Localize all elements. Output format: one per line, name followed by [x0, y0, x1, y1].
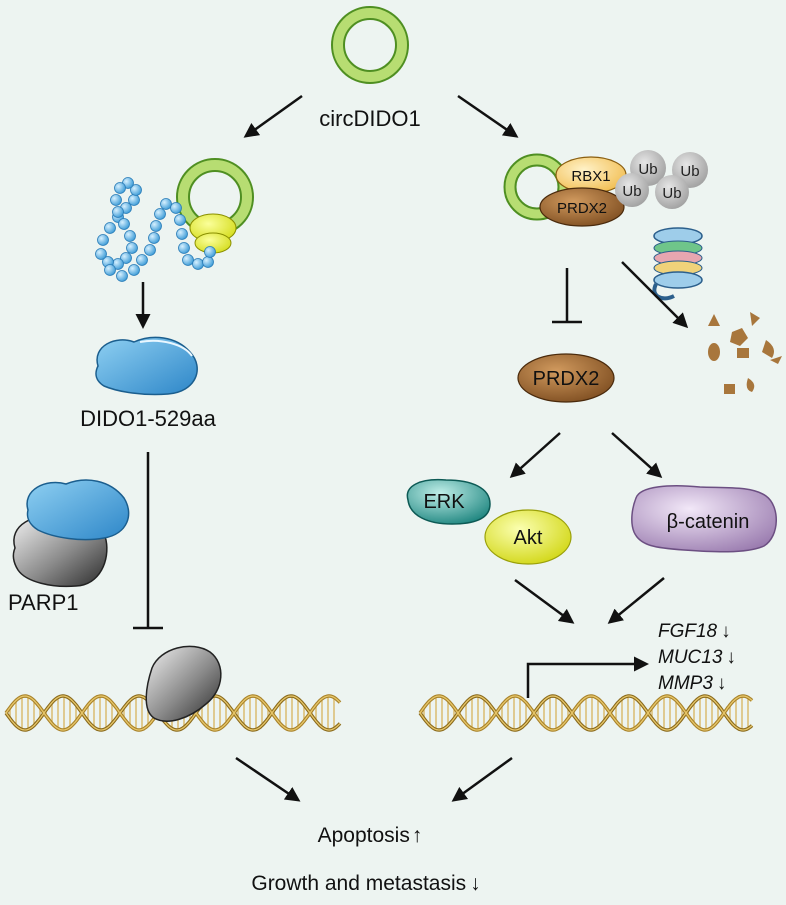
ub-label-2: Ub	[680, 163, 699, 180]
growth-metastasis-label: Growth and metastasis↓	[251, 872, 480, 895]
dna-helix-right-icon	[418, 694, 754, 732]
dido1-529aa-label: DIDO1-529aa	[80, 406, 217, 431]
gene-muc13: MUC13↓	[658, 647, 736, 668]
rbx1-label: RBX1	[571, 168, 610, 185]
arrow-to-bcatenin	[611, 432, 663, 479]
bcatenin-label: β-catenin	[667, 511, 750, 533]
prdx2-protein-icon	[517, 353, 615, 403]
proteasome-icon	[652, 227, 703, 301]
parp1-label: PARP1	[8, 590, 79, 615]
circdido1-label: circDIDO1	[319, 106, 420, 131]
bound-peptide-icon	[26, 479, 130, 541]
target-gene-list: FGF18↓ MUC13↓ MMP3↓	[658, 621, 736, 694]
arrow-left-to-outcome	[235, 756, 301, 802]
arrow-circ-to-complex	[457, 94, 519, 138]
bcatenin-protein-icon	[631, 485, 777, 553]
arrow-bcatenin-to-dna	[607, 577, 665, 624]
ub-label-4: Ub	[662, 185, 681, 202]
dna-helix-left-icon	[4, 694, 342, 732]
arrow-to-erk-akt	[509, 432, 561, 479]
prdx2-label: PRDX2	[533, 368, 600, 390]
erk-label: ERK	[423, 491, 465, 513]
parp1-on-dna-icon	[145, 645, 222, 722]
peptide-bead-chain-icon	[95, 177, 216, 282]
ubiquitin-icon	[615, 173, 649, 207]
arrow-circ-to-translation	[243, 94, 303, 138]
translation-ring-icon	[176, 158, 254, 254]
arrow-right-to-outcome	[451, 756, 513, 802]
erk-protein-icon	[406, 478, 491, 525]
arrow-to-degradation	[621, 261, 689, 329]
arrow-akt-to-dna	[514, 578, 575, 624]
degraded-fragments-icon	[708, 312, 782, 394]
prdx2-complex-protein-icon	[539, 187, 625, 227]
apoptosis-label: Apoptosis↑	[318, 824, 423, 847]
akt-label: Akt	[514, 527, 543, 549]
dido1-529aa-protein-icon	[95, 336, 198, 396]
ub-label-3: Ub	[622, 183, 641, 200]
transcription-arrow	[526, 656, 649, 698]
akt-protein-icon	[484, 509, 572, 565]
prdx2-complex-label: PRDX2	[557, 200, 607, 217]
gene-mmp3: MMP3↓	[658, 673, 726, 694]
ub-label-1: Ub	[638, 161, 657, 178]
ubiquitin-icon	[655, 175, 689, 209]
gene-fgf18: FGF18↓	[658, 621, 731, 642]
